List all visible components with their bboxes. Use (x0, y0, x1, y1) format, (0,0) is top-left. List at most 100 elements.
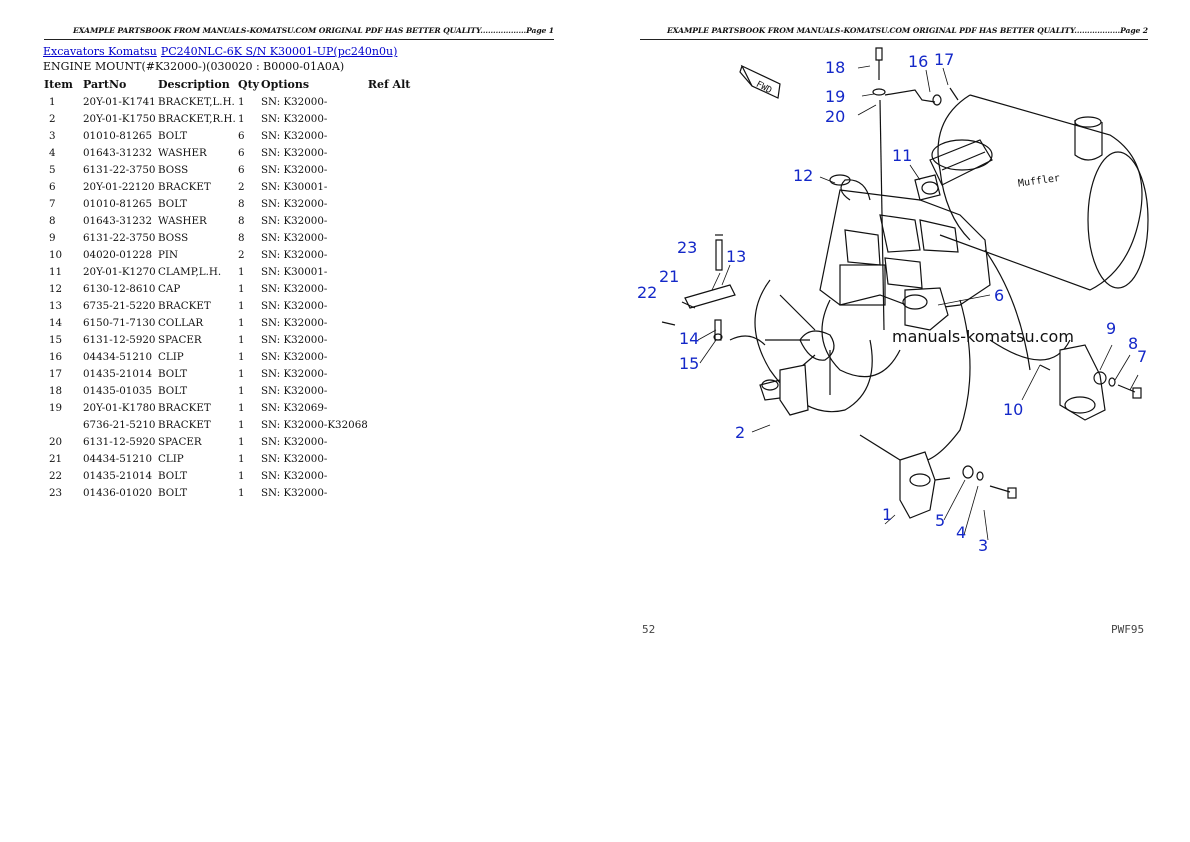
row-options: SN: K32000- (261, 129, 328, 142)
col-header-partno: PartNo (83, 78, 127, 91)
bracket-lh (859, 434, 1017, 519)
row-qty: 6 (238, 163, 245, 176)
row-partno: 6150-71-7130 (83, 316, 156, 329)
row-partno: 01643-31232 (83, 146, 152, 159)
row-ref-alt (368, 348, 418, 365)
callout-16: 16 (908, 52, 928, 71)
callout-21: 21 (659, 267, 679, 286)
row-options: SN: K32000- (261, 231, 328, 244)
diagram-page-number: 52 (642, 623, 656, 636)
row-partno: 04434-51210 (83, 452, 152, 465)
row-partno: 01436-01020 (83, 486, 152, 499)
breadcrumb-link-model[interactable]: PC240NLC-6K S/N K30001-UP(pc240n0u) (160, 45, 398, 58)
callout-7: 7 (1137, 347, 1147, 366)
row-qty: 8 (238, 197, 245, 210)
row-options: SN: K32000- (261, 282, 328, 295)
row-description: SPACER (158, 333, 202, 346)
row-partno: 20Y-01-K1780 (83, 401, 156, 414)
row-partno: 6131-22-3750 (83, 231, 156, 244)
row-partno: 6131-12-5920 (83, 333, 156, 346)
row-item: 17 (49, 367, 63, 380)
callout-13: 13 (726, 247, 746, 266)
muffler-label: Muffler (1017, 173, 1060, 190)
col-header-description: Description (158, 78, 230, 91)
row-ref-alt (368, 161, 418, 178)
parts-table: Item PartNo Description Qty Options Ref … (44, 76, 418, 501)
leader-lines (697, 65, 1139, 541)
row-item (44, 416, 83, 433)
callout-19: 19 (825, 87, 845, 106)
row-ref-alt (368, 331, 418, 348)
row-options: SN: K32000- (261, 95, 328, 108)
row-item: 9 (49, 231, 56, 244)
breadcrumb-link-excavators[interactable]: Excavators Komatsu (43, 45, 157, 58)
row-options: SN: K32000- (261, 197, 328, 210)
row-options: SN: K32000- (261, 299, 328, 312)
muffler: Muffler (929, 94, 1149, 291)
bracket-rh (759, 364, 809, 416)
row-item: 13 (49, 299, 63, 312)
row-description: PIN (158, 248, 179, 261)
row-ref-alt (368, 212, 418, 229)
row-options: SN: K32000- (261, 452, 328, 465)
row-item: 8 (49, 214, 56, 227)
callout-14: 14 (679, 329, 699, 348)
row-item: 16 (49, 350, 63, 363)
page-1-header: EXAMPLE PARTSBOOK FROM MANUALS-KOMATSU.C… (44, 26, 554, 40)
row-options: SN: K30001- (261, 180, 328, 193)
row-item: 20 (49, 435, 63, 448)
row-description: BOLT (158, 367, 188, 380)
col-header-options: Options (261, 78, 310, 91)
row-partno: 6131-12-5920 (83, 435, 156, 448)
row-ref-alt (368, 195, 418, 212)
row-ref-alt (368, 263, 418, 280)
callout-20: 20 (825, 107, 845, 126)
row-qty: 6 (238, 129, 245, 142)
row-partno: 04020-01228 (83, 248, 152, 261)
row-ref-alt (368, 246, 418, 263)
row-description: CAP (158, 282, 181, 295)
row-partno: 20Y-01-K1741 (83, 95, 156, 108)
col-header-qty: Qty (238, 78, 260, 91)
callout-5: 5 (935, 511, 945, 530)
callout-10: 10 (1003, 400, 1023, 419)
row-partno: 6736-21-5210 (83, 418, 156, 431)
row-item: 4 (49, 146, 56, 159)
row-item: 19 (49, 401, 63, 414)
row-options: SN: K32000- (261, 350, 328, 363)
row-options: SN: K32000-K32068 (261, 418, 368, 431)
row-partno: 01643-31232 (83, 214, 152, 227)
row-description: BOLT (158, 129, 188, 142)
callout-3: 3 (978, 536, 988, 555)
row-qty: 8 (238, 214, 245, 227)
row-description: SPACER (158, 435, 202, 448)
row-partno: 04434-51210 (83, 350, 152, 363)
row-description: BRACKET,R.H. (158, 112, 236, 125)
row-partno: 20Y-01-K1270 (83, 265, 156, 278)
row-partno: 6735-21-5220 (83, 299, 156, 312)
row-description: BRACKET (158, 299, 211, 312)
row-ref-alt (368, 467, 418, 484)
row-description: BRACKET,L.H. (158, 95, 235, 108)
row-options: SN: K32000- (261, 248, 328, 261)
row-qty: 1 (238, 333, 245, 346)
callout-11: 11 (892, 146, 912, 165)
callout-2: 2 (735, 423, 745, 442)
row-ref-alt (368, 314, 418, 331)
row-item: 5 (49, 163, 56, 176)
row-qty: 1 (238, 350, 245, 363)
callout-1: 1 (882, 505, 892, 524)
row-options: SN: K32000- (261, 384, 328, 397)
row-description: BRACKET (158, 418, 211, 431)
row-qty: 6 (238, 146, 245, 159)
row-options: SN: K32000- (261, 469, 328, 482)
